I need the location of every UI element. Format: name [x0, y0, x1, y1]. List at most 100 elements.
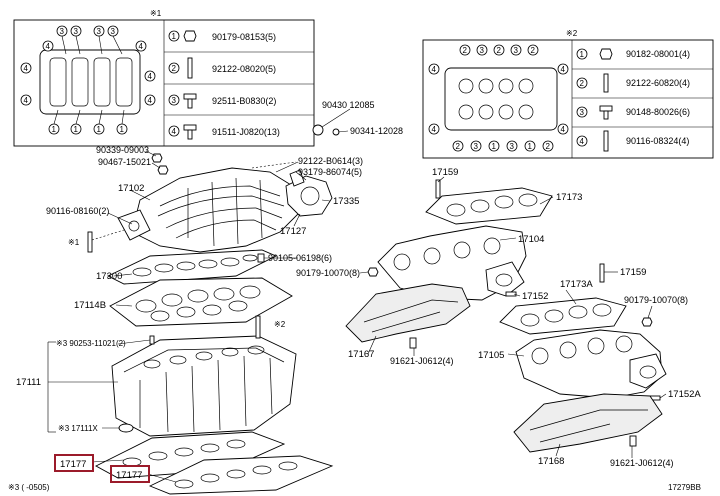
label-17152a: 17152A	[668, 389, 701, 400]
label-17177-upper: 17177	[60, 459, 86, 470]
svg-text:1: 1	[74, 125, 79, 134]
inset-1-legend: 1 2 3 4 90179-08153(5) 92122-08020(5) 92…	[168, 30, 280, 140]
heat-insulator-17168	[513, 393, 663, 453]
label-17335: 17335	[333, 196, 359, 207]
label-17104: 17104	[518, 234, 544, 245]
svg-text:2: 2	[580, 79, 585, 88]
label-90179-upper: 90179-10070(8)	[296, 268, 360, 278]
footnote-star-3: ※3 ( -0505)	[8, 483, 50, 492]
inset-2-row-3-part: 90148-80026(6)	[626, 107, 690, 117]
svg-text:2: 2	[546, 142, 551, 151]
stud-bolt-17159-lower	[599, 263, 605, 283]
svg-text:2: 2	[497, 46, 502, 55]
leader-lines	[47, 108, 667, 483]
label-17173a: 17173A	[560, 279, 593, 290]
svg-text:3: 3	[74, 27, 79, 36]
svg-text:3: 3	[111, 27, 116, 36]
highlight-17177-upper[interactable]	[54, 454, 94, 472]
svg-text:3: 3	[480, 46, 485, 55]
stud-bolt-icon	[187, 57, 193, 79]
stud-bolt-icon	[255, 315, 261, 339]
label-17114b: 17114B	[74, 300, 106, 311]
label-17168: 17168	[538, 456, 564, 467]
label-17173: 17173	[556, 192, 582, 203]
gasket-17177-lower	[148, 455, 334, 495]
inset-2: ※2 2 3 2 3 2 4 4 4 4 2 3 1 3 1 2 1 2 3	[422, 29, 714, 159]
inset-2-row-2-part: 92122-60820(4)	[626, 78, 690, 88]
drawing-number: 17279BB	[668, 483, 701, 492]
highlight-17177-lower[interactable]	[110, 465, 150, 483]
svg-text:4: 4	[148, 72, 153, 81]
svg-text:3: 3	[474, 142, 479, 151]
label-90339: 90339-09003	[96, 145, 149, 155]
nut-icon	[151, 153, 163, 163]
inset-1-row-2-part: 92122-08020(5)	[212, 64, 276, 74]
svg-text:1: 1	[120, 125, 125, 134]
label-17111: 17111	[16, 377, 41, 388]
svg-text:4: 4	[24, 96, 29, 105]
label-17111x: ※3 17111X	[58, 424, 98, 433]
label-star-2: ※2	[274, 320, 286, 329]
label-93179: 93179-86074(5)	[298, 167, 362, 177]
inset-1-marker: ※1	[150, 9, 162, 18]
inset-2-gasket-sketch: 2 3 2 3 2 4 4 4 4 2 3 1 3 1 2	[428, 44, 569, 152]
svg-text:1: 1	[528, 142, 533, 151]
label-17159-lower: 17159	[620, 267, 646, 278]
label-17102: 17102	[118, 183, 144, 194]
gasket-17300	[106, 249, 278, 285]
nut-icon	[183, 30, 197, 42]
nut-icon	[157, 165, 169, 175]
exhaust-manifold-17104	[377, 225, 527, 301]
intake-plenum-17102	[117, 167, 301, 253]
heat-insulator-17167	[345, 283, 471, 343]
svg-text:2: 2	[531, 46, 536, 55]
svg-text:3: 3	[60, 27, 65, 36]
inset-1-row-3-part: 92511-B0830(2)	[212, 96, 276, 106]
stud-bolt-17152	[505, 291, 517, 297]
label-17167: 17167	[348, 349, 374, 360]
nut-icon	[641, 317, 653, 327]
svg-text:4: 4	[46, 42, 51, 51]
svg-text:3: 3	[97, 27, 102, 36]
svg-text:4: 4	[148, 96, 153, 105]
label-92122-b0614: 92122-B0614(3)	[298, 156, 363, 166]
label-90179-lower: 90179-10070(8)	[624, 295, 688, 305]
gasket-17173a	[499, 297, 627, 335]
bolt-icon	[183, 93, 197, 109]
part-labels: 90430 12085 90341-12028 90339-09003 9046…	[8, 100, 701, 492]
label-17177-lower: 17177	[116, 470, 142, 481]
svg-text:1: 1	[492, 142, 497, 151]
svg-text:4: 4	[580, 137, 585, 146]
label-91621-upper: 91621-J0612(4)	[390, 356, 454, 366]
label-91621-lower: 91621-J0612(4)	[610, 458, 674, 468]
label-star-1: ※1	[68, 238, 80, 247]
label-90430: 90430 12085	[322, 100, 375, 110]
svg-text:1: 1	[580, 50, 585, 59]
inset-2-legend: 1 2 3 4 90182-08001(4) 92122-60820(4) 90…	[576, 48, 690, 152]
svg-text:4: 4	[172, 127, 177, 136]
gasket-17114b	[109, 277, 293, 327]
inset-1-row-4-part: 91511-J0820(13)	[212, 127, 280, 137]
svg-text:4: 4	[432, 125, 437, 134]
inset-2-marker: ※2	[566, 29, 578, 38]
plug-17111x	[118, 423, 134, 433]
svg-text:1: 1	[172, 32, 177, 41]
bolt-icon	[87, 231, 93, 253]
stud-bolt-17159-upper	[435, 179, 441, 199]
inset-1: ※1 3 3 3 3 4 4 4 4 4 4 1 1 1 1	[13, 9, 315, 147]
exhaust-manifold-17105	[515, 329, 667, 399]
gasket-17173	[425, 187, 553, 225]
inset-2-row-1-part: 90182-08001(4)	[626, 49, 690, 59]
bolt-icon	[149, 335, 155, 345]
inset-2-row-4-part: 90116-08324(4)	[626, 136, 689, 146]
svg-text:2: 2	[456, 142, 461, 151]
nut-icon	[599, 48, 613, 60]
label-90467: 90467-15021	[98, 157, 151, 167]
label-17159-upper: 17159	[432, 167, 458, 178]
svg-text:3: 3	[510, 142, 515, 151]
throttle-adapter-17127	[285, 169, 333, 217]
label-90116-08160: 90116-08160(2)	[46, 206, 109, 216]
svg-text:4: 4	[561, 65, 566, 74]
bolt-washer-icon	[183, 124, 197, 140]
